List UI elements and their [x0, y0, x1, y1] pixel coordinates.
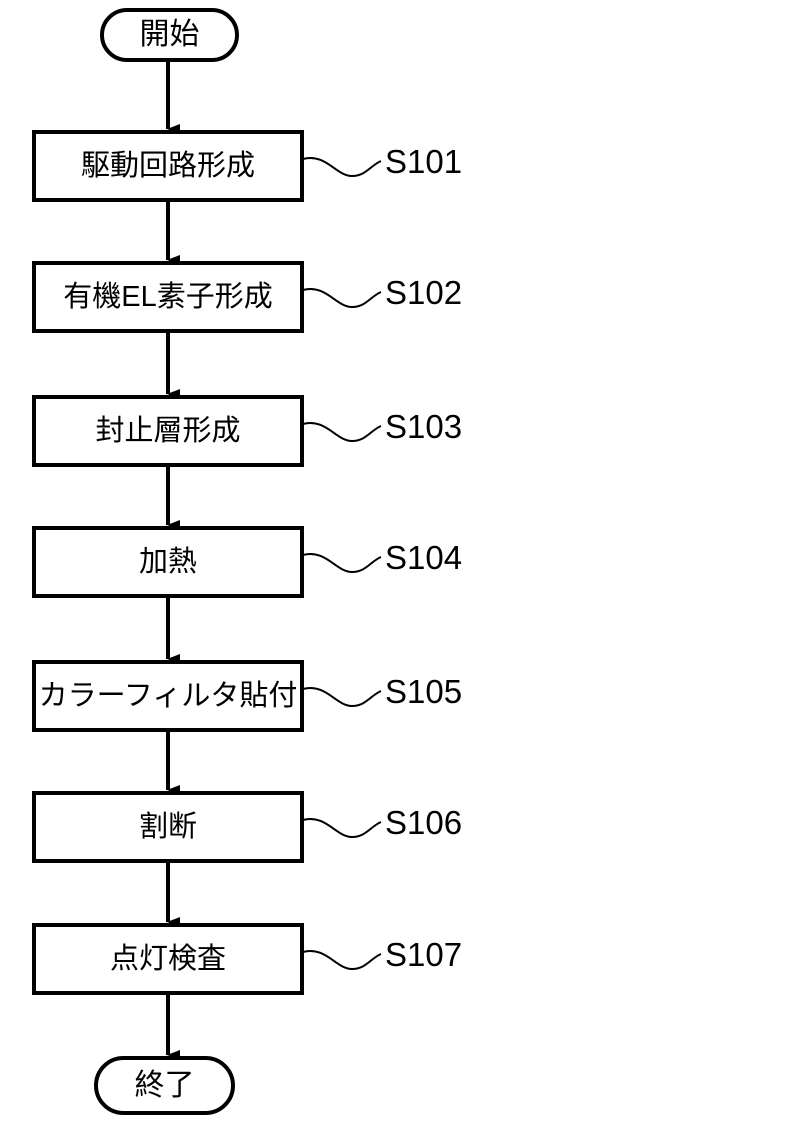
node-s107-label: 点灯検査 — [109, 942, 226, 975]
step-label-s103: S103 — [385, 408, 463, 445]
node-end-shape — [94, 1056, 235, 1115]
step-label-s107: S107 — [385, 936, 463, 973]
step-label-s104: S104 — [385, 539, 463, 576]
node-s103-label: 封止層形成 — [95, 414, 241, 447]
step-label-s105: S105 — [385, 673, 463, 710]
leader-line-s106 — [302, 818, 382, 839]
leader-line-s101 — [302, 157, 382, 178]
step-label-s102: S102 — [385, 274, 463, 311]
node-s101-label: 駆動回路形成 — [80, 149, 255, 182]
node-s106-label: 割断 — [138, 810, 197, 843]
node-s104-label: 加熱 — [138, 545, 197, 578]
node-s102-label: 有機EL素子形成 — [63, 280, 273, 313]
leader-line-s103 — [302, 422, 382, 443]
node-start-label: 開始 — [139, 18, 200, 51]
step-label-s106: S106 — [385, 804, 463, 841]
step-label-s101: S101 — [385, 143, 463, 180]
node-end-label: 終了 — [134, 1068, 195, 1102]
node-s105-label: カラーフィルタ貼付 — [38, 679, 298, 712]
leader-line-s102 — [302, 288, 382, 309]
leader-line-s104 — [302, 553, 382, 574]
leader-line-s107 — [302, 950, 382, 971]
leader-line-s105 — [302, 687, 382, 708]
